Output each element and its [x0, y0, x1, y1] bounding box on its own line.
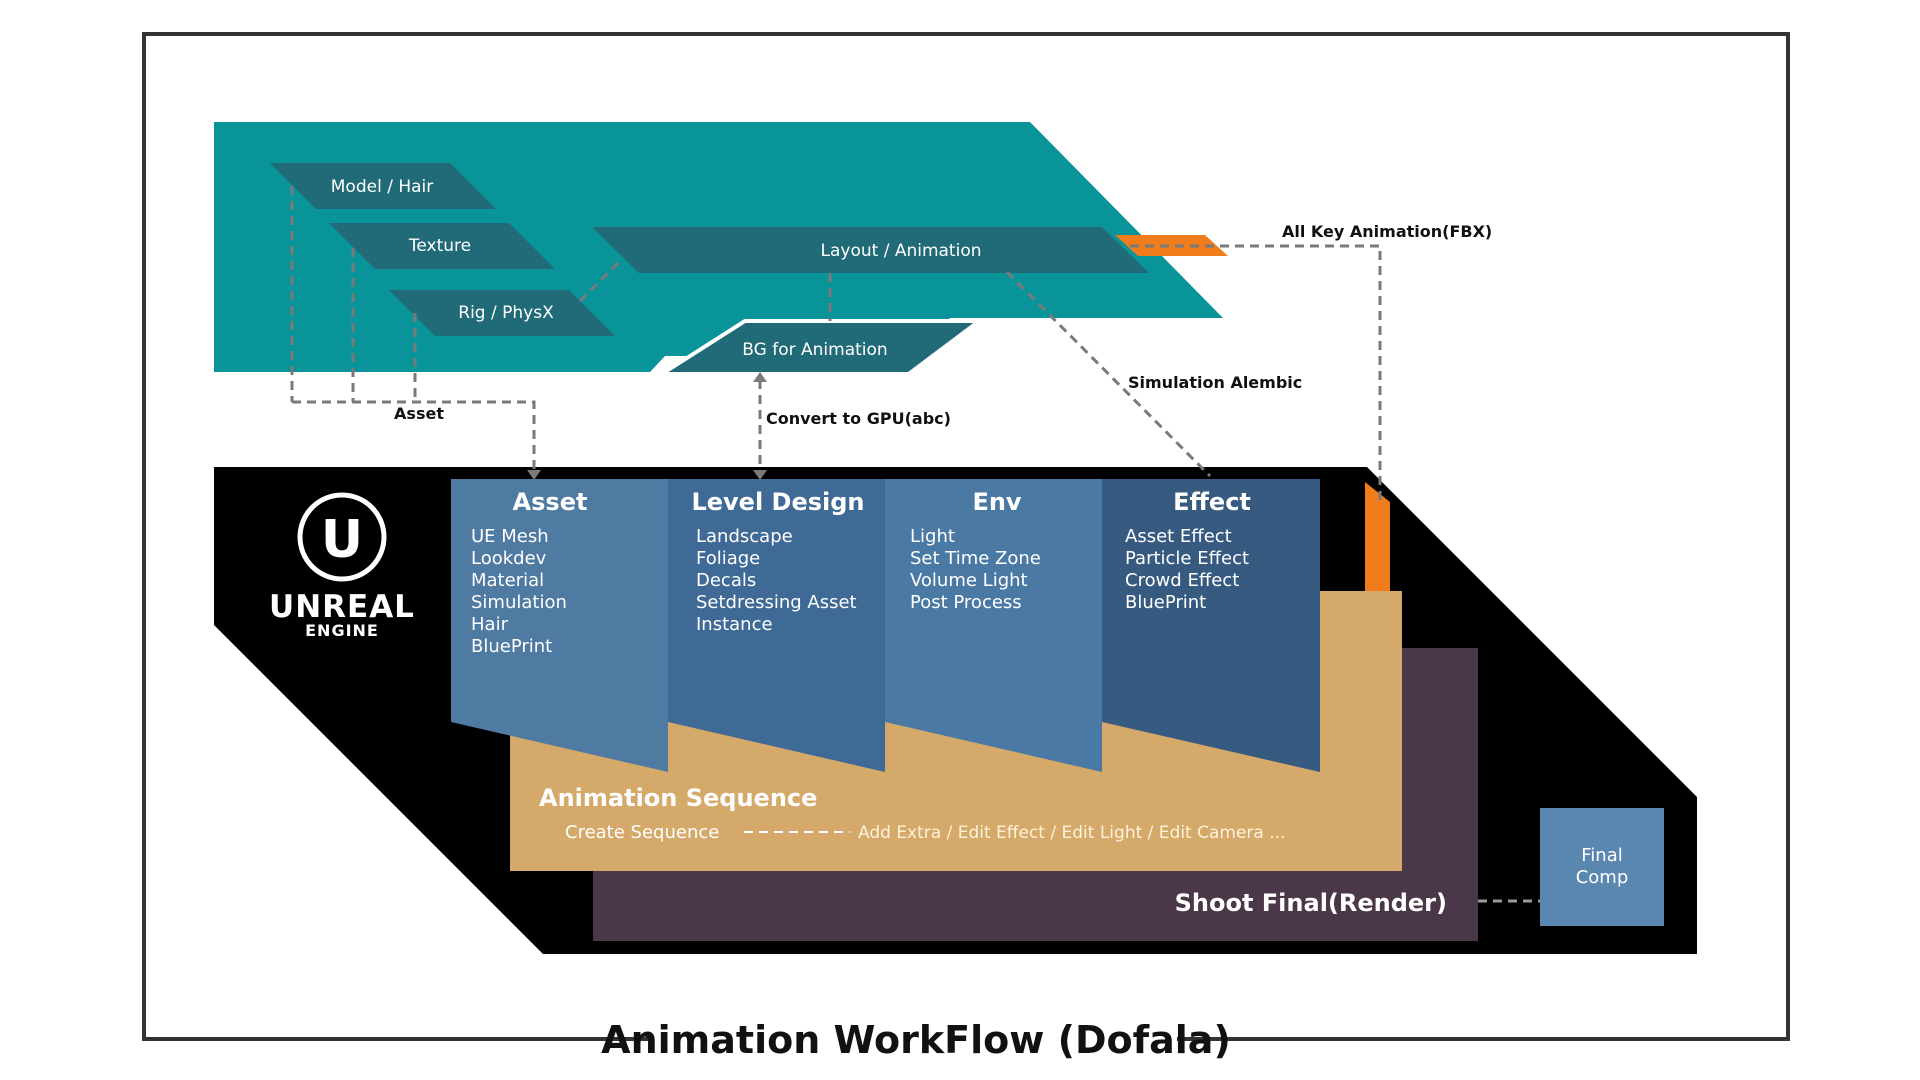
env-item: Set Time Zone [910, 548, 1041, 569]
outer-frame [142, 32, 1790, 1041]
create-sequence-label: Create Sequence [565, 822, 719, 843]
effect-item: Crowd Effect [1125, 570, 1239, 591]
unreal-logo-icon [297, 492, 387, 582]
final-comp-box [1540, 808, 1664, 926]
texture-box [329, 223, 555, 269]
asset-item: Simulation [471, 592, 567, 613]
column-effect [1102, 479, 1320, 772]
column-asset-title: Asset [513, 488, 588, 516]
unreal-engine-logo: U UNREAL ENGINE [269, 492, 415, 640]
simulation-alembic-label: Simulation Alembic [1128, 373, 1302, 392]
level-design-item: Landscape [696, 526, 793, 547]
diagram-title: Animation WorkFlow (Dofala) [601, 1018, 1231, 1062]
level-design-item: Instance [696, 614, 773, 635]
layout-animation-box [592, 227, 1149, 273]
level-design-item: Decals [696, 570, 756, 591]
asset-item: Material [471, 570, 544, 591]
all-key-animation-label: All Key Animation(FBX) [1282, 222, 1492, 241]
simulation-alembic-connector [1005, 270, 1212, 478]
unreal-wordmark: UNREAL [269, 589, 415, 625]
column-asset [451, 479, 668, 772]
env-item: Light [910, 526, 955, 547]
effect-item: Particle Effect [1125, 548, 1249, 569]
final-comp-line2: Comp [1576, 867, 1629, 888]
effect-item: BluePrint [1125, 592, 1206, 613]
asset-item: UE Mesh [471, 526, 549, 547]
asset-item: Hair [471, 614, 509, 635]
fbx-orange-tab [1115, 235, 1228, 256]
texture-label: Texture [408, 236, 471, 256]
column-effect-title: Effect [1173, 488, 1251, 516]
column-env [885, 479, 1102, 772]
env-item: Post Process [910, 592, 1022, 613]
asset-item: Lookdev [471, 548, 547, 569]
bg-for-animation-label: BG for Animation [742, 340, 887, 360]
rig-physx-label: Rig / PhysX [458, 303, 554, 323]
effect-item: Asset Effect [1125, 526, 1232, 547]
unreal-logo-glyph: U [321, 510, 363, 570]
asset-connector-label: Asset [394, 404, 444, 423]
rig-physx-box [389, 290, 615, 336]
convert-arrow-down [753, 470, 767, 480]
bg-animation-box [665, 321, 976, 372]
level-design-item: Setdressing Asset [696, 592, 857, 613]
sequence-extra-label: Add Extra / Edit Effect / Edit Light / E… [858, 823, 1285, 843]
asset-arrow [527, 470, 541, 480]
layout-animation-label: Layout / Animation [821, 241, 982, 261]
engine-wordmark: ENGINE [305, 621, 379, 640]
convert-gpu-label: Convert to GPU(abc) [766, 409, 951, 428]
env-item: Volume Light [910, 570, 1028, 591]
rig-to-layout-dash [578, 257, 624, 303]
level-design-item: Foliage [696, 548, 760, 569]
asset-connector [290, 186, 536, 472]
convert-arrow-up [753, 372, 767, 382]
column-level-design [668, 479, 885, 772]
model-hair-label: Model / Hair [331, 177, 434, 197]
model-hair-box [270, 163, 496, 209]
fbx-connector [1130, 244, 1382, 500]
animation-sequence-title: Animation Sequence [539, 784, 817, 812]
final-comp-line1: Final [1581, 845, 1622, 866]
column-level-design-title: Level Design [691, 488, 864, 516]
asset-item: BluePrint [471, 636, 552, 657]
column-env-title: Env [972, 488, 1021, 516]
orange-strip [1365, 482, 1390, 591]
render-title: Shoot Final(Render) [1175, 889, 1447, 917]
